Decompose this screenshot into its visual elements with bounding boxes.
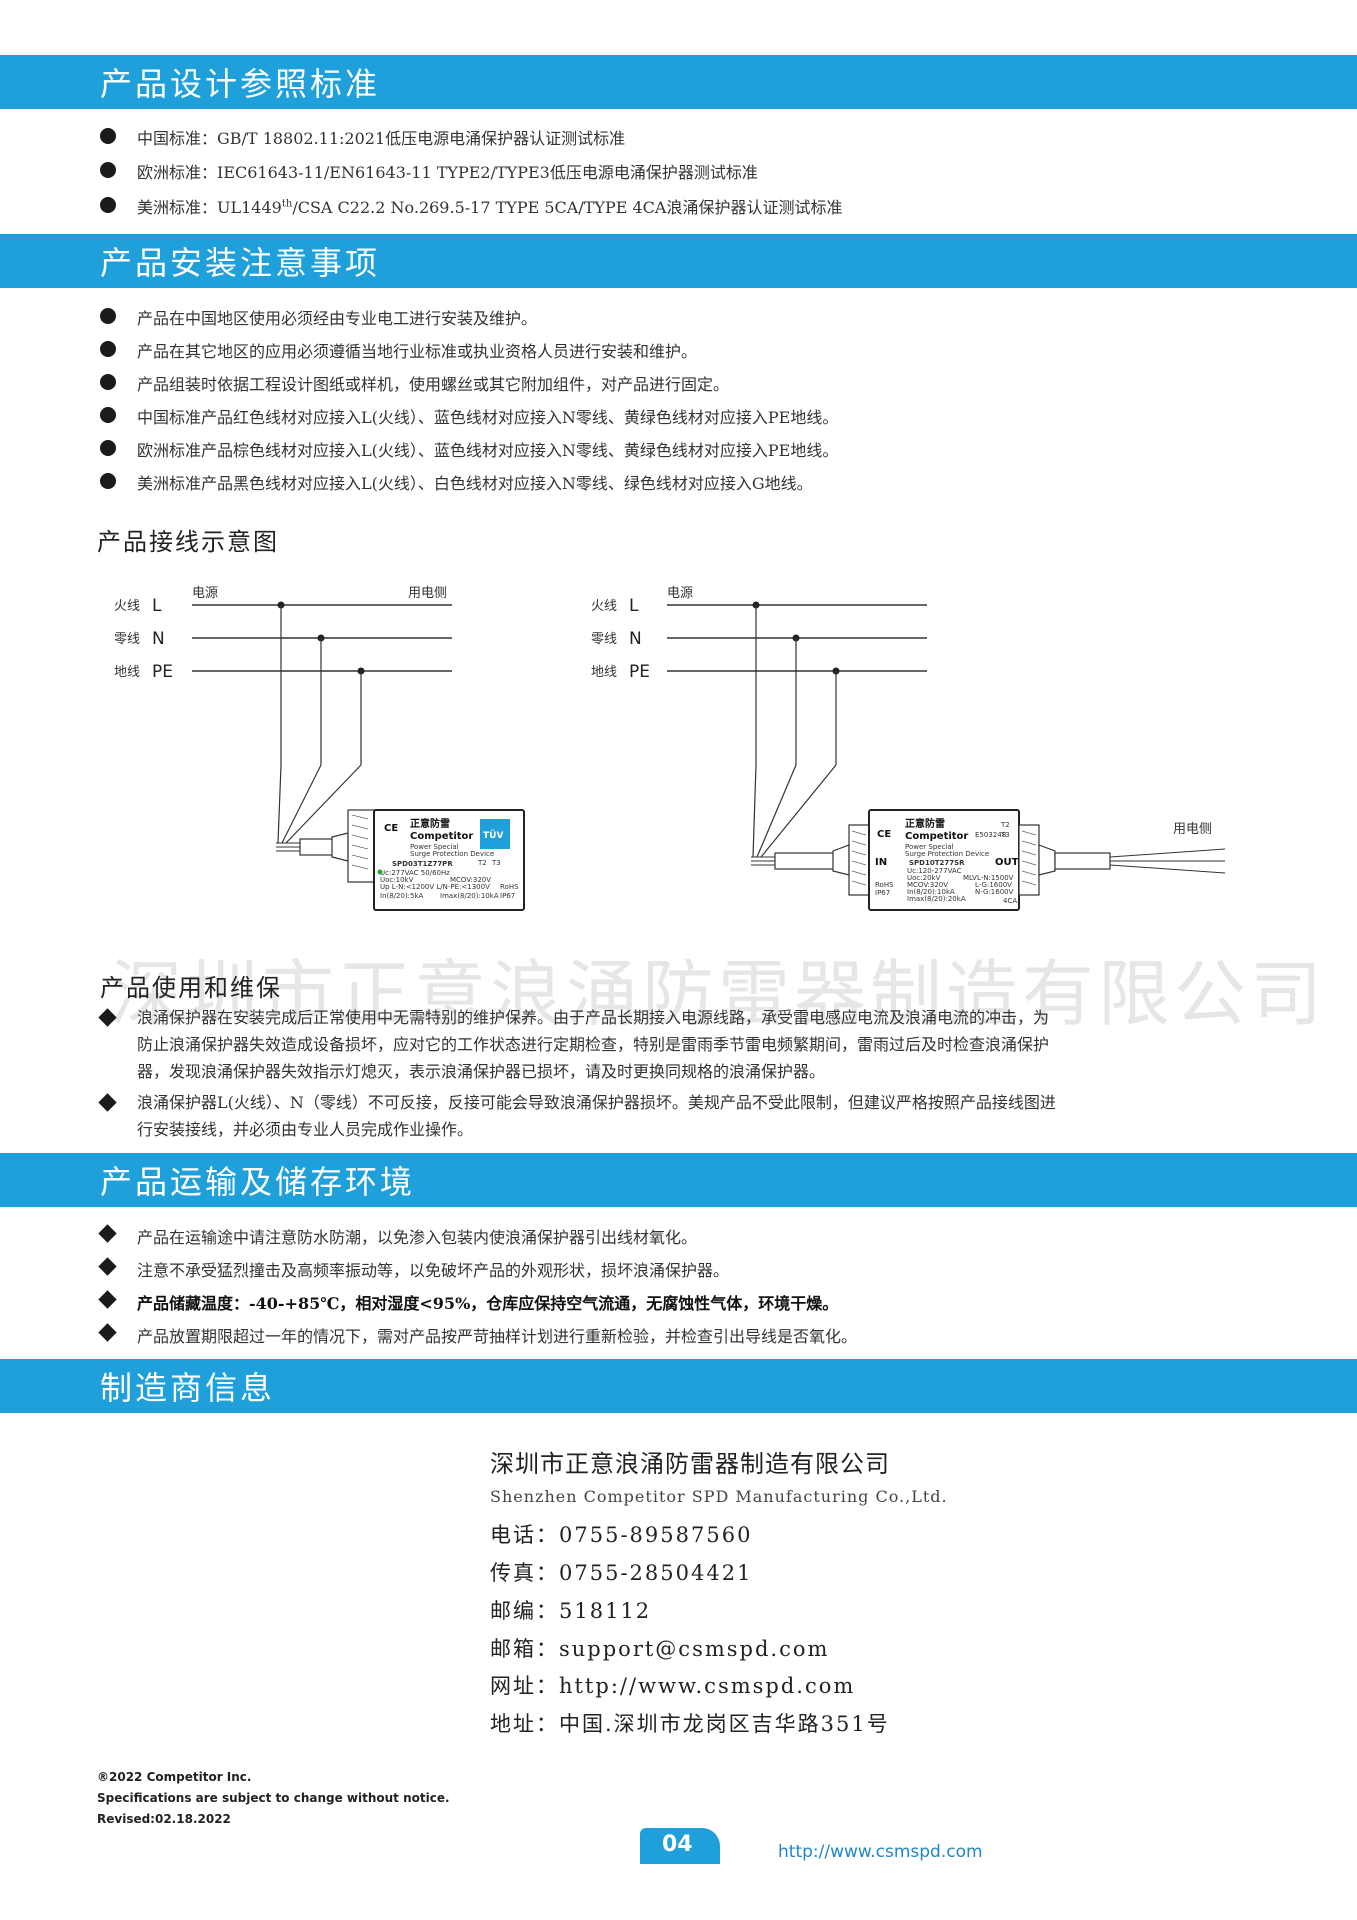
- svg-text:E503248: E503248: [975, 831, 1006, 839]
- footer-url[interactable]: http://www.csmspd.com: [778, 1842, 983, 1862]
- section-title: 产品安装注意事项: [100, 244, 381, 282]
- svg-text:T3: T3: [1000, 831, 1010, 839]
- bullet-icon: [98, 1093, 117, 1112]
- svg-text:L-G:1600V: L-G:1600V: [975, 881, 1012, 889]
- bullet-icon: [100, 407, 116, 423]
- svg-text:Surge Protection Device: Surge Protection Device: [905, 850, 989, 858]
- bullet-icon: [100, 162, 116, 178]
- section-header-maker: 制造商信息: [0, 1359, 1357, 1413]
- bullet-icon: [98, 1323, 117, 1342]
- svg-text:Power Special: Power Special: [905, 843, 954, 851]
- wiring-diagram-left: 火线 L 零线 N 地线 PE 电源 用电侧 CE 正意防雷 Competito…: [114, 586, 525, 911]
- svg-text:RoHS: RoHS: [500, 883, 519, 891]
- device-brand-en: Competitor: [410, 831, 473, 842]
- svg-text:4CA: 4CA: [1003, 897, 1017, 905]
- bullet-icon: [98, 1224, 117, 1243]
- postcode: 邮编：518112: [490, 1599, 652, 1623]
- svg-text:Uc:120-277VAC: Uc:120-277VAC: [907, 867, 962, 875]
- svg-text:In(8/20):5kA: In(8/20):5kA: [380, 892, 424, 900]
- fax: 传真：0755-28504421: [490, 1561, 753, 1585]
- label-source: 电源: [192, 586, 218, 601]
- label-l: L: [629, 596, 639, 616]
- section-header-install: 产品安装注意事项: [0, 234, 1357, 288]
- wiring-diagram-right: 火线 L 零线 N 地线 PE 电源 用电侧 CE 正意防雷 Competito…: [591, 586, 1226, 911]
- label-load: 用电侧: [1173, 822, 1212, 837]
- label-source: 电源: [667, 586, 693, 601]
- address: 地址：中国.深圳市龙岗区吉华路351号: [490, 1712, 890, 1736]
- svg-text:In(8/20):10kA: In(8/20):10kA: [907, 888, 955, 896]
- svg-text:T2: T2: [1000, 821, 1010, 829]
- svg-text:MCOV:320V: MCOV:320V: [450, 876, 491, 884]
- label-load: 用电侧: [408, 586, 447, 601]
- bullet-icon: [100, 128, 116, 144]
- copyright: ®2022 Competitor Inc.: [97, 1770, 252, 1784]
- label-pe: PE: [152, 662, 173, 682]
- bullet-icon: [98, 1290, 117, 1309]
- label-out: OUT: [995, 857, 1019, 868]
- device-brand-en: Competitor: [905, 831, 968, 842]
- svg-text:IP67: IP67: [875, 889, 890, 897]
- label-ground: 地线: [114, 665, 140, 680]
- notice: Specifications are subject to change wit…: [97, 1791, 450, 1805]
- bullet-icon: [100, 308, 116, 324]
- svg-text:IP67: IP67: [500, 892, 515, 900]
- bullet-icon: [100, 374, 116, 390]
- section-title: 制造商信息: [100, 1369, 276, 1407]
- svg-text:MCOV:320V: MCOV:320V: [907, 881, 948, 889]
- maintenance-paragraph-2: 浪涌保护器L(火线）、N（零线）不可反接，反接可能会导致浪涌保护器损坏。美规产品…: [137, 1093, 1056, 1139]
- section-header-transport: 产品运输及储存环境: [0, 1153, 1357, 1207]
- device-model: SPD10T277SR: [909, 859, 965, 867]
- phone: 电话：0755-89587560: [490, 1523, 753, 1547]
- svg-text:RoHS: RoHS: [875, 881, 894, 889]
- svg-text:Uc:277VAC 50/60Hz: Uc:277VAC 50/60Hz: [380, 869, 450, 877]
- svg-text:T2: T2: [477, 859, 487, 867]
- tuv-logo: TÜV: [483, 830, 503, 841]
- svg-text:Uoc:10kV: Uoc:10kV: [380, 876, 414, 884]
- svg-text:Up L-N:<1200V L/N-PE:<1300V: Up L-N:<1200V L/N-PE:<1300V: [380, 883, 490, 891]
- svg-text:Power Special: Power Special: [410, 843, 459, 851]
- bullet-icon: [100, 197, 116, 213]
- svg-text:Imax(8/20):20kA: Imax(8/20):20kA: [907, 895, 966, 903]
- label-neutral: 零线: [591, 632, 617, 647]
- section-title: 产品运输及储存环境: [100, 1163, 416, 1201]
- section-header-standards: 产品设计参照标准: [0, 55, 1357, 109]
- maintenance-title: 产品使用和维保: [100, 974, 282, 1002]
- svg-text:MLVL-N:1500V: MLVL-N:1500V: [963, 874, 1014, 882]
- svg-text:T3: T3: [491, 859, 501, 867]
- device-brand-cn: 正意防雷: [905, 817, 945, 830]
- device-model: SPD03T1Z77PR: [392, 860, 453, 868]
- website[interactable]: 网址：http://www.csmspd.com: [490, 1674, 856, 1698]
- revised-date: Revised:02.18.2022: [97, 1812, 231, 1826]
- wiring-diagram-title: 产品接线示意图: [97, 528, 279, 556]
- page-number: 04: [662, 1832, 693, 1857]
- maintenance-paragraph-1: 浪涌保护器在安装完成后正常使用中无需特别的维护保养。由于产品长期接入电源线路，承…: [137, 1008, 1050, 1081]
- label-n: N: [152, 629, 165, 649]
- company-name-en: Shenzhen Competitor SPD Manufacturing Co…: [490, 1487, 948, 1506]
- svg-text:Uoc:20kV: Uoc:20kV: [907, 874, 941, 882]
- label-live: 火线: [114, 599, 140, 614]
- device-brand-cn: 正意防雷: [410, 817, 450, 830]
- svg-text:N-G:1600V: N-G:1600V: [975, 888, 1014, 896]
- label-in: IN: [875, 857, 887, 868]
- label-live: 火线: [591, 599, 617, 614]
- page-number-tab: 04: [640, 1828, 720, 1864]
- section-title: 产品设计参照标准: [100, 65, 381, 103]
- bullet-icon: [100, 473, 116, 489]
- svg-text:Imax(8/20):10kA: Imax(8/20):10kA: [440, 892, 499, 900]
- label-l: L: [152, 596, 162, 616]
- label-pe: PE: [629, 662, 650, 682]
- label-n: N: [629, 629, 642, 649]
- email[interactable]: 邮箱：support@csmspd.com: [490, 1637, 830, 1661]
- label-neutral: 零线: [114, 632, 140, 647]
- label-ground: 地线: [591, 665, 617, 680]
- ce-mark: CE: [384, 823, 398, 834]
- bullet-icon: [100, 440, 116, 456]
- ce-mark: CE: [877, 829, 891, 840]
- watermark: 深圳市正意浪涌防雷器制造有限公司: [110, 952, 1327, 1036]
- bullet-icon: [100, 341, 116, 357]
- bullet-icon: [98, 1257, 117, 1276]
- svg-text:Surge Protection Device: Surge Protection Device: [410, 850, 494, 858]
- company-name-cn: 深圳市正意浪涌防雷器制造有限公司: [490, 1450, 890, 1478]
